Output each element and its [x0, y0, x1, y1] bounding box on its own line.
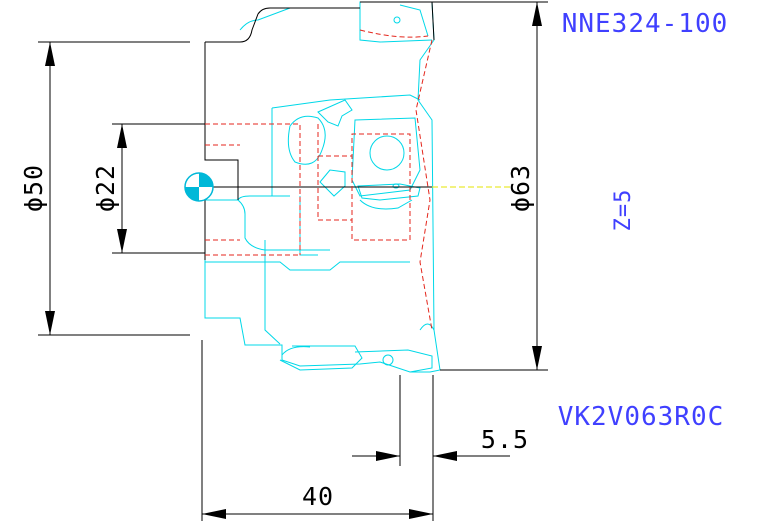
bore-dia-label: ϕ22 [91, 164, 120, 212]
dimension-bore-dia: ϕ22 [91, 123, 205, 254]
length-label: 40 [302, 482, 334, 511]
offset-label: 5.5 [481, 425, 529, 454]
hidden-lines [205, 29, 433, 331]
body-outline [204, 1, 435, 260]
dimension-length: 40 [201, 340, 434, 521]
cutter-dia-label: ϕ63 [506, 164, 535, 212]
insert-code-label: NNE324-100 [562, 9, 729, 39]
dimension-cutter-dia: ϕ63 [432, 1, 548, 371]
center-mark-icon [184, 172, 214, 202]
tool-code-label: VK2V063R0C [558, 402, 725, 432]
dimension-body-dia: ϕ50 [19, 41, 190, 336]
teeth-count-label: Z=5 [611, 189, 636, 232]
dimension-offset: 5.5 [352, 375, 529, 466]
tool-outline [204, 1, 441, 373]
body-dia-label: ϕ50 [19, 164, 48, 212]
